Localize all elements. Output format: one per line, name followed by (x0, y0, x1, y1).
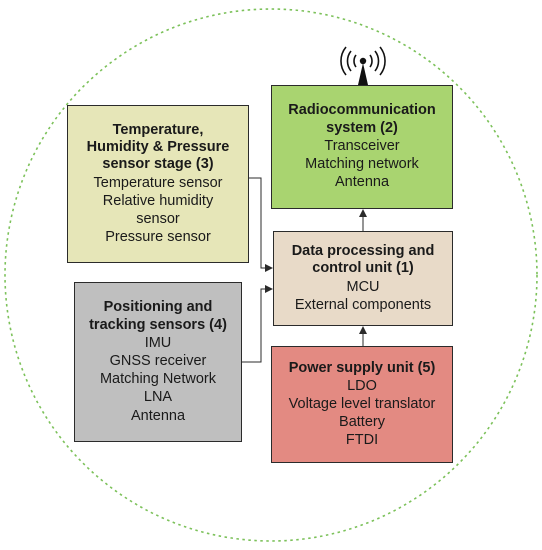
positioning-sensor-block: Positioning and tracking sensors (4) IMU… (74, 282, 242, 442)
data-processing-block: Data processing and control unit (1) MCU… (273, 231, 453, 326)
block-item: Battery (339, 414, 385, 431)
block-item: Matching Network (99, 371, 217, 388)
arrow-temperature-to-dataproc (249, 177, 273, 272)
block-item: Relative humidity (102, 192, 214, 209)
title-line: Positioning and (103, 299, 213, 316)
block-item: LDO (347, 377, 377, 394)
block-item: Matching network (305, 156, 419, 173)
block-item: External components (294, 296, 432, 313)
block-item: FTDI (345, 432, 379, 449)
positioning-block-title: Positioning and tracking sensors (4) (89, 299, 227, 334)
block-item: Temperature sensor (93, 174, 223, 191)
title-line: Radiocommunication (288, 102, 436, 119)
system-boundary-circle (4, 8, 538, 542)
radiocommunication-block: Radiocommunication system (2) Transceive… (271, 85, 453, 209)
title-line: Humidity & Pressure (86, 139, 230, 156)
block-item: Transceiver (324, 138, 400, 155)
temperature-sensor-block: Temperature, Humidity & Pressure sensor … (67, 105, 249, 263)
block-item: Pressure sensor (105, 229, 211, 246)
block-item: sensor (136, 211, 180, 228)
title-line: sensor stage (3) (102, 156, 214, 173)
dataproc-block-title: Data processing and control unit (1) (292, 243, 435, 278)
block-item: Antenna (334, 174, 390, 191)
temperature-block-title: Temperature, Humidity & Pressure sensor … (87, 122, 230, 174)
block-item: Antenna (130, 407, 186, 424)
block-item: MCU (346, 278, 380, 295)
block-item: IMU (144, 335, 172, 352)
power-block-title: Power supply unit (5) (289, 360, 436, 377)
power-supply-block: Power supply unit (5) LDO Voltage level … (271, 346, 453, 463)
block-item: LNA (143, 389, 173, 406)
block-item: Voltage level translator (288, 396, 436, 413)
title-line: control unit (1) (312, 260, 414, 277)
title-line: Temperature, (112, 121, 204, 138)
title-line: system (2) (326, 119, 398, 136)
arrow-positioning-to-dataproc (242, 285, 273, 363)
antenna-signal-icon (340, 46, 386, 85)
title-line: Data processing and (291, 242, 435, 259)
title-line: tracking sensors (4) (89, 316, 227, 333)
title-line: Power supply unit (5) (288, 359, 436, 376)
radio-block-title: Radiocommunication system (2) (288, 102, 435, 137)
block-item: GNSS receiver (109, 353, 207, 370)
